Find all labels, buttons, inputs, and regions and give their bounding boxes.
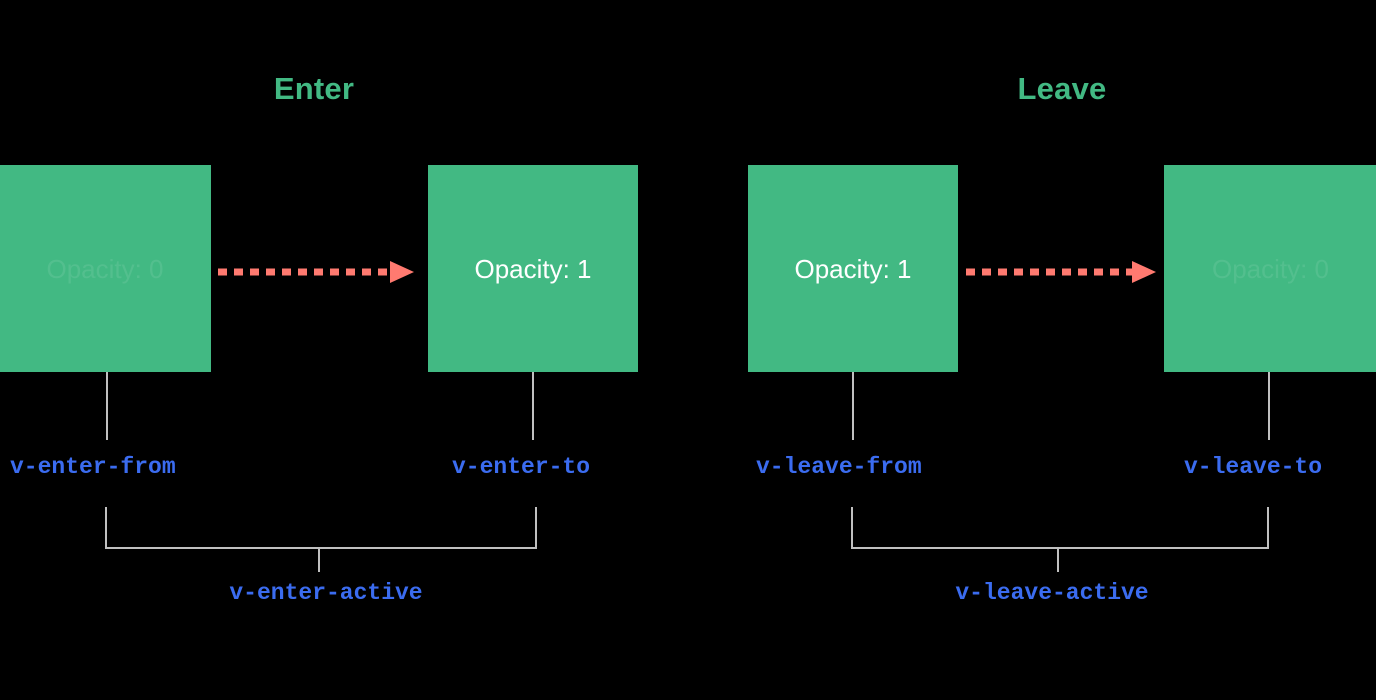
leave-from-connector [852, 372, 854, 440]
leave-to-connector [1268, 372, 1270, 440]
dashed-right-arrow-icon [218, 261, 414, 283]
class-label-v-enter-to: v-enter-to [452, 454, 591, 480]
class-label-v-enter-active: v-enter-active [229, 580, 423, 606]
class-label-v-leave-from: v-leave-from [756, 454, 922, 480]
leave-from-box-label: Opacity: 1 [794, 253, 912, 284]
section-title-leave: Leave [1017, 71, 1107, 106]
enter-from-box-label: Opacity: 0 [46, 253, 164, 284]
leave-from-box: Opacity: 1 [748, 165, 958, 372]
enter-from-connector [106, 372, 108, 440]
enter-from-box: Opacity: 0 [0, 165, 211, 372]
enter-to-box: Opacity: 1 [428, 165, 638, 372]
leave-active-bracket [851, 507, 1269, 549]
enter-active-bracket [105, 507, 537, 549]
leave-to-box: Opacity: 0 [1164, 165, 1376, 372]
class-label-v-leave-active: v-leave-active [955, 580, 1149, 606]
leave-active-bracket-stem [1057, 547, 1059, 572]
class-label-v-leave-to: v-leave-to [1184, 454, 1323, 480]
section-title-enter: Enter [273, 71, 355, 106]
dashed-right-arrow-icon [966, 261, 1156, 283]
leave-to-box-label: Opacity: 0 [1211, 253, 1330, 284]
enter-to-box-label: Opacity: 1 [474, 253, 592, 284]
enter-active-bracket-stem [318, 547, 320, 572]
class-label-v-enter-from: v-enter-from [10, 454, 176, 480]
enter-to-connector [532, 372, 534, 440]
